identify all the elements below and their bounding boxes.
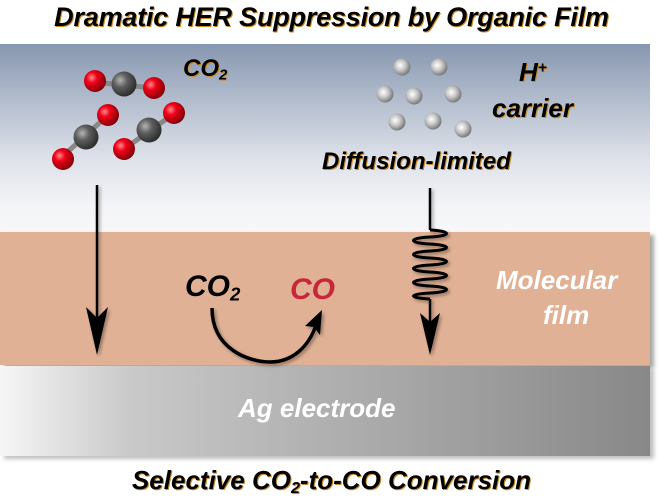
spring-arrow-icon [412, 188, 448, 355]
co2-label: CO2 [183, 55, 228, 84]
ag-electrode-layer [0, 366, 650, 456]
molecular-film-label-line2: film [543, 300, 590, 330]
proton-label: H+ [519, 57, 547, 87]
figure-caption: Selective CO2-to-CO Conversion [131, 465, 532, 498]
molecular-film-layer [0, 232, 650, 365]
co2-molecule-icon [113, 102, 185, 160]
solution-region [0, 44, 650, 234]
co2-diffusion-arrow-icon [86, 185, 108, 355]
electrode-label: Ag electrode [238, 393, 396, 423]
co2-molecule-icon [52, 104, 119, 170]
carrier-label: carrier [492, 93, 573, 123]
figure-title: Dramatic HER Suppression by Organic Film [54, 2, 609, 32]
reactant-co2-label: CO2 [185, 270, 241, 305]
co2-molecule-icon [84, 70, 165, 99]
conversion-arrow-icon [210, 307, 322, 364]
diffusion-limited-label: Diffusion-limited [322, 148, 511, 175]
proton-cluster-icon [376, 58, 472, 138]
product-co-label: CO [290, 273, 335, 306]
molecular-film-label-line1: Molecular [496, 265, 618, 295]
